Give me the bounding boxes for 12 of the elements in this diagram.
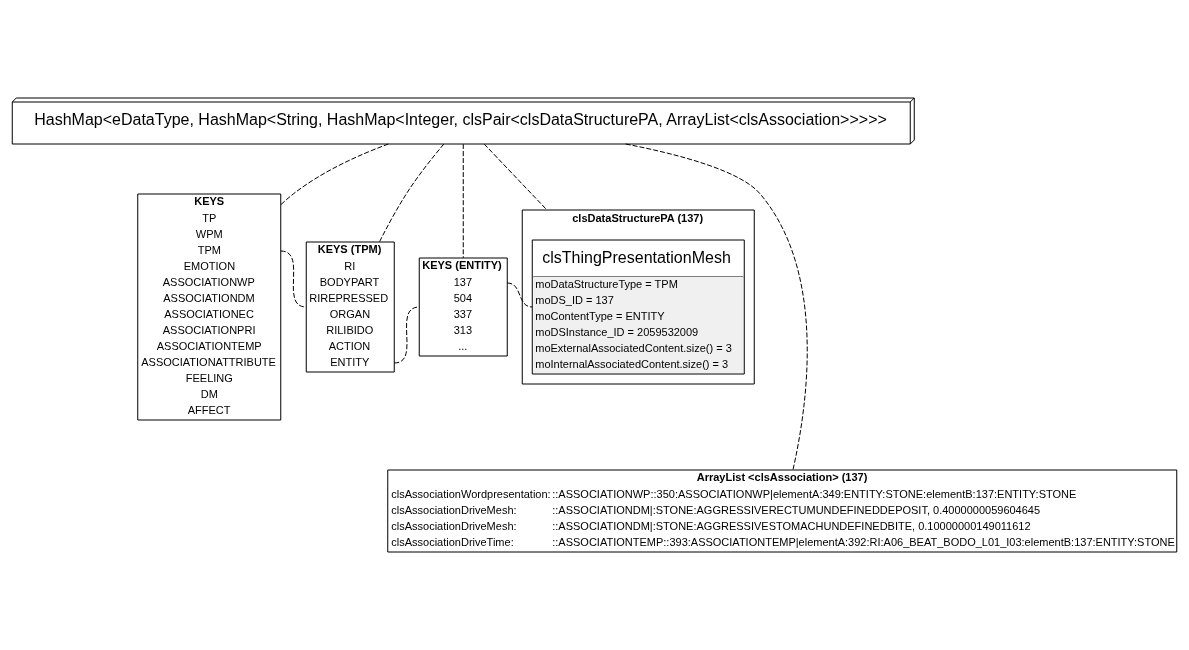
connector [462,143,464,259]
connector [483,143,548,211]
connector [506,282,533,308]
connector [393,306,420,364]
node-box: KEYS TP WPM TPM EMOTION ASSOCIATIONWP ASSOCIATIONDM ASSOCIATIONEC ASSOCIATIONPRI ASSOCIATIONTEMP ASSOCIATIONATTRIBUTE FEELING DM AFFECT [137,193,282,421]
node-box: ArrayList <clsAssociation> (137) clsAssociationWordpresentation:::ASSOCIATIONWP::350:ASSOCIATIONWP|elementA:349:ENTITY:STONE:elementB:137:ENTITY:STONE clsAssociationDriveMesh: ::ASSOCIATIONDM|:STONE:AGGRESSIVERECTUMUNDEFINEDDEPOSIT, 0.4000000059604645 clsAssociationDriveMesh: ::ASSOCIATIONDM|:STONE:AGGRESSIVESTOMACHUNDEFINEDBITE, 0.10000000149011612 clsAssociationDriveTime: ::ASSOCIATIONTEMP::393:ASSOCIATIONTEMP|elementA:392:RI:A06_BEAT_BODO_L01_I03:elementB:137:ENTITY:STONE [387,469,1178,553]
connector [280,143,389,206]
connector [378,143,445,243]
connector [280,250,307,308]
node-box: KEYS (TPM) RI BODYPART RIREPRESSED ORGAN RILIBIDO ACTION ENTITY [305,241,395,373]
connector [625,143,808,471]
node-box: KEYS (ENTITY) 137 504 337 313 ... [418,257,508,357]
